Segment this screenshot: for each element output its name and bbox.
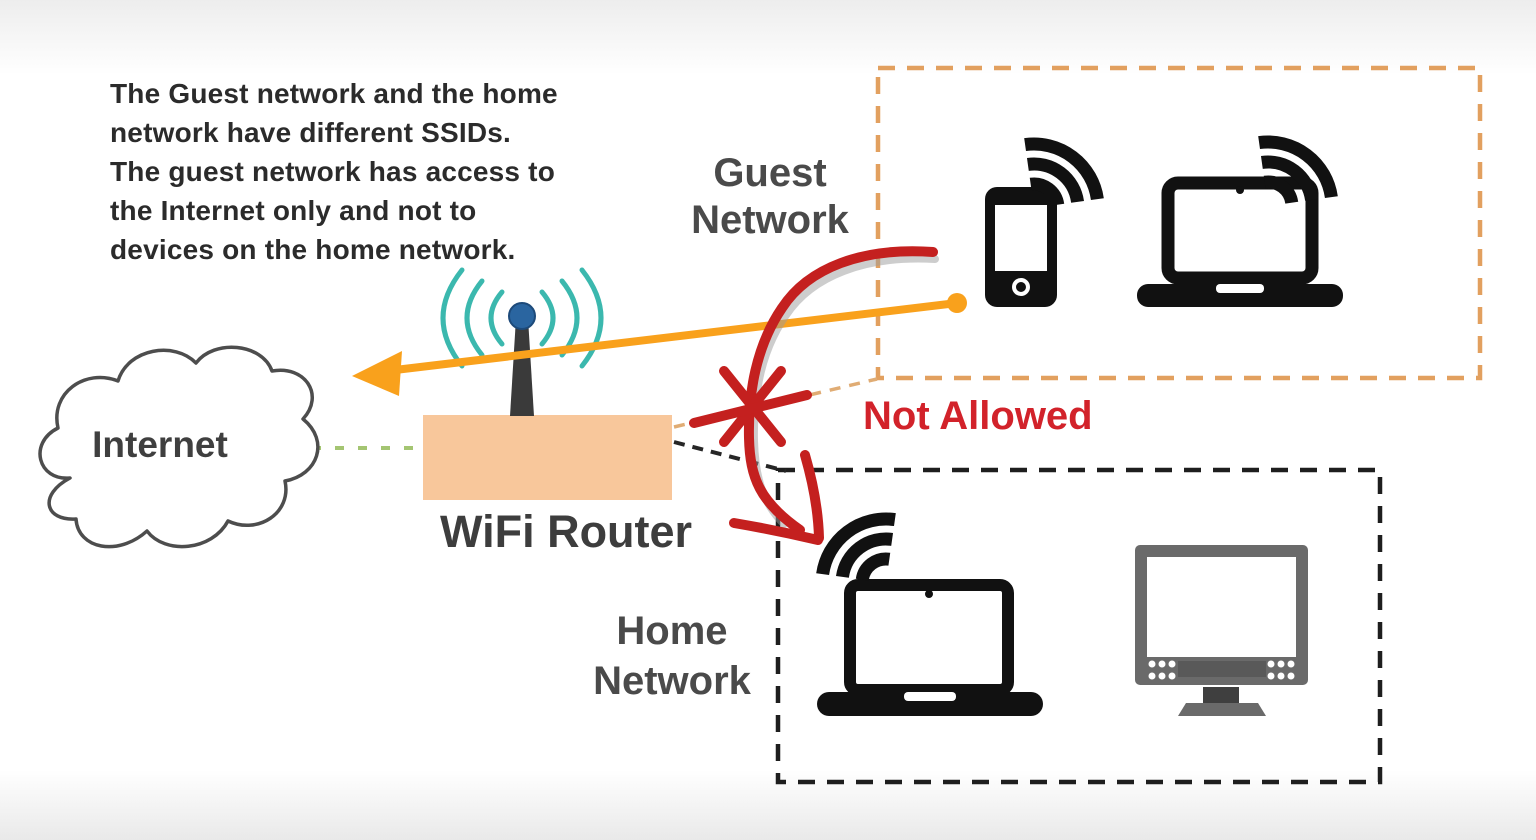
home-desktop-icon xyxy=(1135,545,1308,716)
not-allowed-label: Not Allowed xyxy=(863,394,1093,438)
guest-network-label: Guest Network xyxy=(660,150,880,244)
antenna-tip xyxy=(508,302,536,330)
description-line: The Guest network and the home xyxy=(110,78,558,109)
home-wifi-signal-icon xyxy=(816,512,896,582)
home-network-label: Home Network xyxy=(562,606,782,706)
wifi-router-icon xyxy=(423,267,672,500)
home-network-label-line1: Home xyxy=(616,609,728,653)
blocked-arrow-icon xyxy=(729,246,939,545)
internet-label: Internet xyxy=(92,424,228,465)
home-network-label-line2: Network xyxy=(593,659,751,703)
guest-network-box xyxy=(875,65,1483,381)
home-network-box xyxy=(775,467,1383,785)
router-home-connector xyxy=(673,440,787,473)
guest-smartphone-icon xyxy=(985,137,1104,307)
description-text: The Guest network and the home network h… xyxy=(110,74,558,269)
description-line: the Internet only and not to xyxy=(110,195,477,226)
laptop-wifi-signal-icon xyxy=(1258,135,1338,205)
router-body xyxy=(423,415,672,500)
allowed-arrow-icon xyxy=(352,293,967,396)
guest-laptop-icon xyxy=(1137,135,1343,307)
not-allowed-cross-icon xyxy=(689,366,812,447)
wifi-router-label: WiFi Router xyxy=(440,506,693,557)
description-line: The guest network has access to xyxy=(110,156,556,187)
phone-wifi-signal-icon xyxy=(1024,137,1104,207)
router-signal-waves-icon xyxy=(440,267,604,369)
description-line: network have different SSIDs. xyxy=(110,117,512,148)
description-line: devices on the home network. xyxy=(110,234,516,265)
monitor-speaker-dots xyxy=(1148,660,1295,680)
guest-network-label-line2: Network xyxy=(691,198,849,242)
router-antenna xyxy=(510,318,534,416)
home-laptop-icon xyxy=(816,512,1043,716)
guest-network-label-line1: Guest xyxy=(713,151,827,195)
internet-cloud-icon xyxy=(38,345,320,549)
